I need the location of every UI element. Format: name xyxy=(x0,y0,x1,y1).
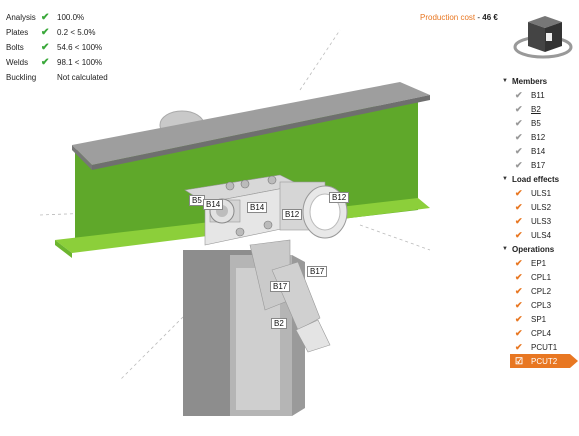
status-row-welds[interactable]: Welds ✔ 98.1 < 100% xyxy=(6,55,108,70)
checkbox-icon[interactable]: ✔ xyxy=(515,229,523,240)
item-label: PCUT1 xyxy=(531,342,558,352)
status-label: Bolts xyxy=(6,43,24,52)
checkbox-icon[interactable]: ✔ xyxy=(515,313,523,324)
group-title: Operations xyxy=(512,244,555,254)
tree-item-pcut2-selected[interactable]: ☑ PCUT2 xyxy=(510,354,578,368)
tree-item-cpl1[interactable]: ✔ CPL1 xyxy=(502,270,579,284)
check-icon: ✔ xyxy=(41,42,50,53)
checkbox-icon[interactable]: ✔ xyxy=(515,117,523,128)
checkbox-icon[interactable]: ✔ xyxy=(515,215,523,226)
tree-item-b14[interactable]: ✔ B14 xyxy=(502,144,579,158)
check-icon: ✔ xyxy=(41,27,50,38)
checkbox-icon[interactable]: ✔ xyxy=(515,341,523,352)
tree-item-uls4[interactable]: ✔ ULS4 xyxy=(502,228,579,242)
tree-item-b11[interactable]: ✔ B11 xyxy=(502,88,579,102)
item-label: ULS3 xyxy=(531,216,552,226)
checkbox-icon[interactable]: ✔ xyxy=(515,131,523,142)
item-label: PCUT2 xyxy=(531,356,558,366)
status-label: Analysis xyxy=(6,13,36,22)
status-row-buckling[interactable]: Buckling Not calculated xyxy=(6,70,108,85)
production-cost[interactable]: Production cost - 46 € xyxy=(420,13,498,22)
item-label: B2 xyxy=(531,104,541,114)
item-label: B14 xyxy=(531,146,546,156)
status-value: 100.0% xyxy=(57,13,85,22)
checkbox-icon[interactable]: ✔ xyxy=(515,285,523,296)
label-b14-a[interactable]: B14 xyxy=(203,199,224,210)
tree-item-b12[interactable]: ✔ B12 xyxy=(502,130,579,144)
tree-item-uls1[interactable]: ✔ ULS1 xyxy=(502,186,579,200)
item-label: CPL2 xyxy=(531,286,552,296)
triangle-down-icon[interactable]: ▼ xyxy=(502,246,508,252)
item-label: B11 xyxy=(531,90,545,100)
group-title: Load effects xyxy=(512,174,560,184)
tree-item-cpl4[interactable]: ✔ CPL4 xyxy=(502,326,579,340)
checkbox-icon[interactable]: ✔ xyxy=(515,159,523,170)
status-label: Plates xyxy=(6,28,29,37)
item-label: CPL3 xyxy=(531,300,552,310)
item-label: EP1 xyxy=(531,258,547,268)
item-label: ULS1 xyxy=(531,188,552,198)
tree-item-ep1[interactable]: ✔ EP1 xyxy=(502,256,579,270)
status-value: 0.2 < 5.0% xyxy=(57,28,96,37)
item-label: ULS4 xyxy=(531,230,552,240)
checkbox-icon[interactable]: ✔ xyxy=(515,103,523,114)
tree-item-cpl2[interactable]: ✔ CPL2 xyxy=(502,284,579,298)
item-label: CPL1 xyxy=(531,272,552,282)
tree-item-b5[interactable]: ✔ B5 xyxy=(502,116,579,130)
group-load-effects[interactable]: ▼ Load effects xyxy=(502,172,579,186)
check-icon: ✔ xyxy=(41,12,50,23)
view-cube-icon[interactable] xyxy=(513,16,573,59)
group-title: Members xyxy=(512,76,548,86)
status-row-bolts[interactable]: Bolts ✔ 54.6 < 100% xyxy=(6,40,108,55)
checkbox-icon[interactable]: ✔ xyxy=(515,145,523,156)
tree-item-uls2[interactable]: ✔ ULS2 xyxy=(502,200,579,214)
bolts[interactable] xyxy=(225,175,277,237)
status-row-analysis[interactable]: Analysis ✔ 100.0% xyxy=(6,10,108,25)
item-label: CPL4 xyxy=(531,328,552,338)
checkbox-icon[interactable]: ✔ xyxy=(515,271,523,282)
production-cost-value: 46 € xyxy=(482,13,498,22)
label-b2[interactable]: B2 xyxy=(271,318,287,329)
item-label: B17 xyxy=(531,160,546,170)
label-b12-b[interactable]: B12 xyxy=(329,192,350,203)
checkbox-icon[interactable]: ☑ xyxy=(515,355,524,366)
status-label: Welds xyxy=(6,58,29,67)
status-value: 54.6 < 100% xyxy=(57,43,103,52)
group-members[interactable]: ▼ Members xyxy=(502,74,579,88)
checkbox-icon[interactable]: ✔ xyxy=(515,187,523,198)
triangle-down-icon[interactable]: ▼ xyxy=(502,78,508,84)
tree-item-sp1[interactable]: ✔ SP1 xyxy=(502,312,579,326)
label-b14-b[interactable]: B14 xyxy=(247,202,268,213)
status-value: 98.1 < 100% xyxy=(57,58,103,67)
check-status-panel: Analysis ✔ 100.0% Plates ✔ 0.2 < 5.0% Bo… xyxy=(6,10,108,85)
status-value: Not calculated xyxy=(57,73,108,82)
checkbox-icon[interactable]: ✔ xyxy=(515,299,523,310)
check-icon: ✔ xyxy=(41,57,50,68)
tree-item-b2[interactable]: ✔ B2 xyxy=(502,102,579,116)
checkbox-icon[interactable]: ✔ xyxy=(515,89,523,100)
production-cost-separator: - xyxy=(477,13,481,22)
status-label: Buckling xyxy=(6,73,37,82)
checkbox-icon[interactable]: ✔ xyxy=(515,257,523,268)
triangle-down-icon[interactable]: ▼ xyxy=(502,176,508,182)
item-label: B12 xyxy=(531,132,546,142)
group-operations[interactable]: ▼ Operations xyxy=(502,242,579,256)
tree-item-b17[interactable]: ✔ B17 xyxy=(502,158,579,172)
item-label: B5 xyxy=(531,118,541,128)
checkbox-icon[interactable]: ✔ xyxy=(515,201,523,212)
item-label: SP1 xyxy=(531,314,547,324)
checkbox-icon[interactable]: ✔ xyxy=(515,327,523,338)
status-row-plates[interactable]: Plates ✔ 0.2 < 5.0% xyxy=(6,25,108,40)
label-b17-b[interactable]: B17 xyxy=(270,281,291,292)
tree-item-cpl3[interactable]: ✔ CPL3 xyxy=(502,298,579,312)
item-label: ULS2 xyxy=(531,202,552,212)
brace-b17[interactable] xyxy=(271,261,331,353)
model-tree: ▼ Members ✔ B11 ✔ B2 ✔ B5 ✔ B12 ✔ B14 ✔ B17 ▼ … xyxy=(502,74,579,368)
tree-item-uls3[interactable]: ✔ ULS3 xyxy=(502,214,579,228)
label-b12-a[interactable]: B12 xyxy=(282,209,303,220)
tree-item-pcut1[interactable]: ✔ PCUT1 xyxy=(502,340,579,354)
production-cost-label: Production cost xyxy=(420,13,476,22)
label-b17-a[interactable]: B17 xyxy=(307,266,328,277)
